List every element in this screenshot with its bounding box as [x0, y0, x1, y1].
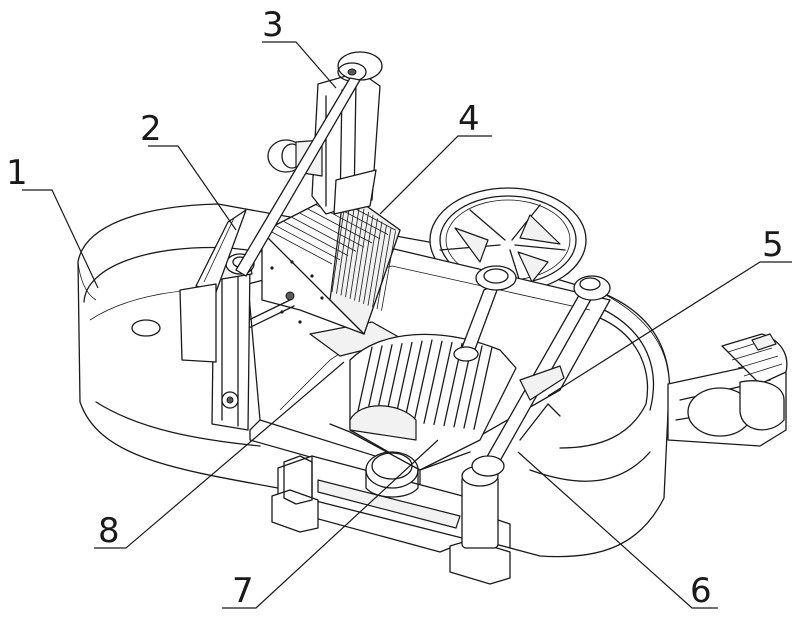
label-4: 4 [458, 99, 480, 139]
label-5: 5 [762, 225, 784, 265]
right-motor [668, 334, 787, 446]
label-3: 3 [262, 5, 284, 45]
label-8: 8 [98, 511, 120, 551]
label-6: 6 [690, 571, 712, 611]
label-2: 2 [140, 109, 162, 149]
label-7: 7 [232, 571, 254, 611]
label-1: 1 [6, 153, 28, 193]
